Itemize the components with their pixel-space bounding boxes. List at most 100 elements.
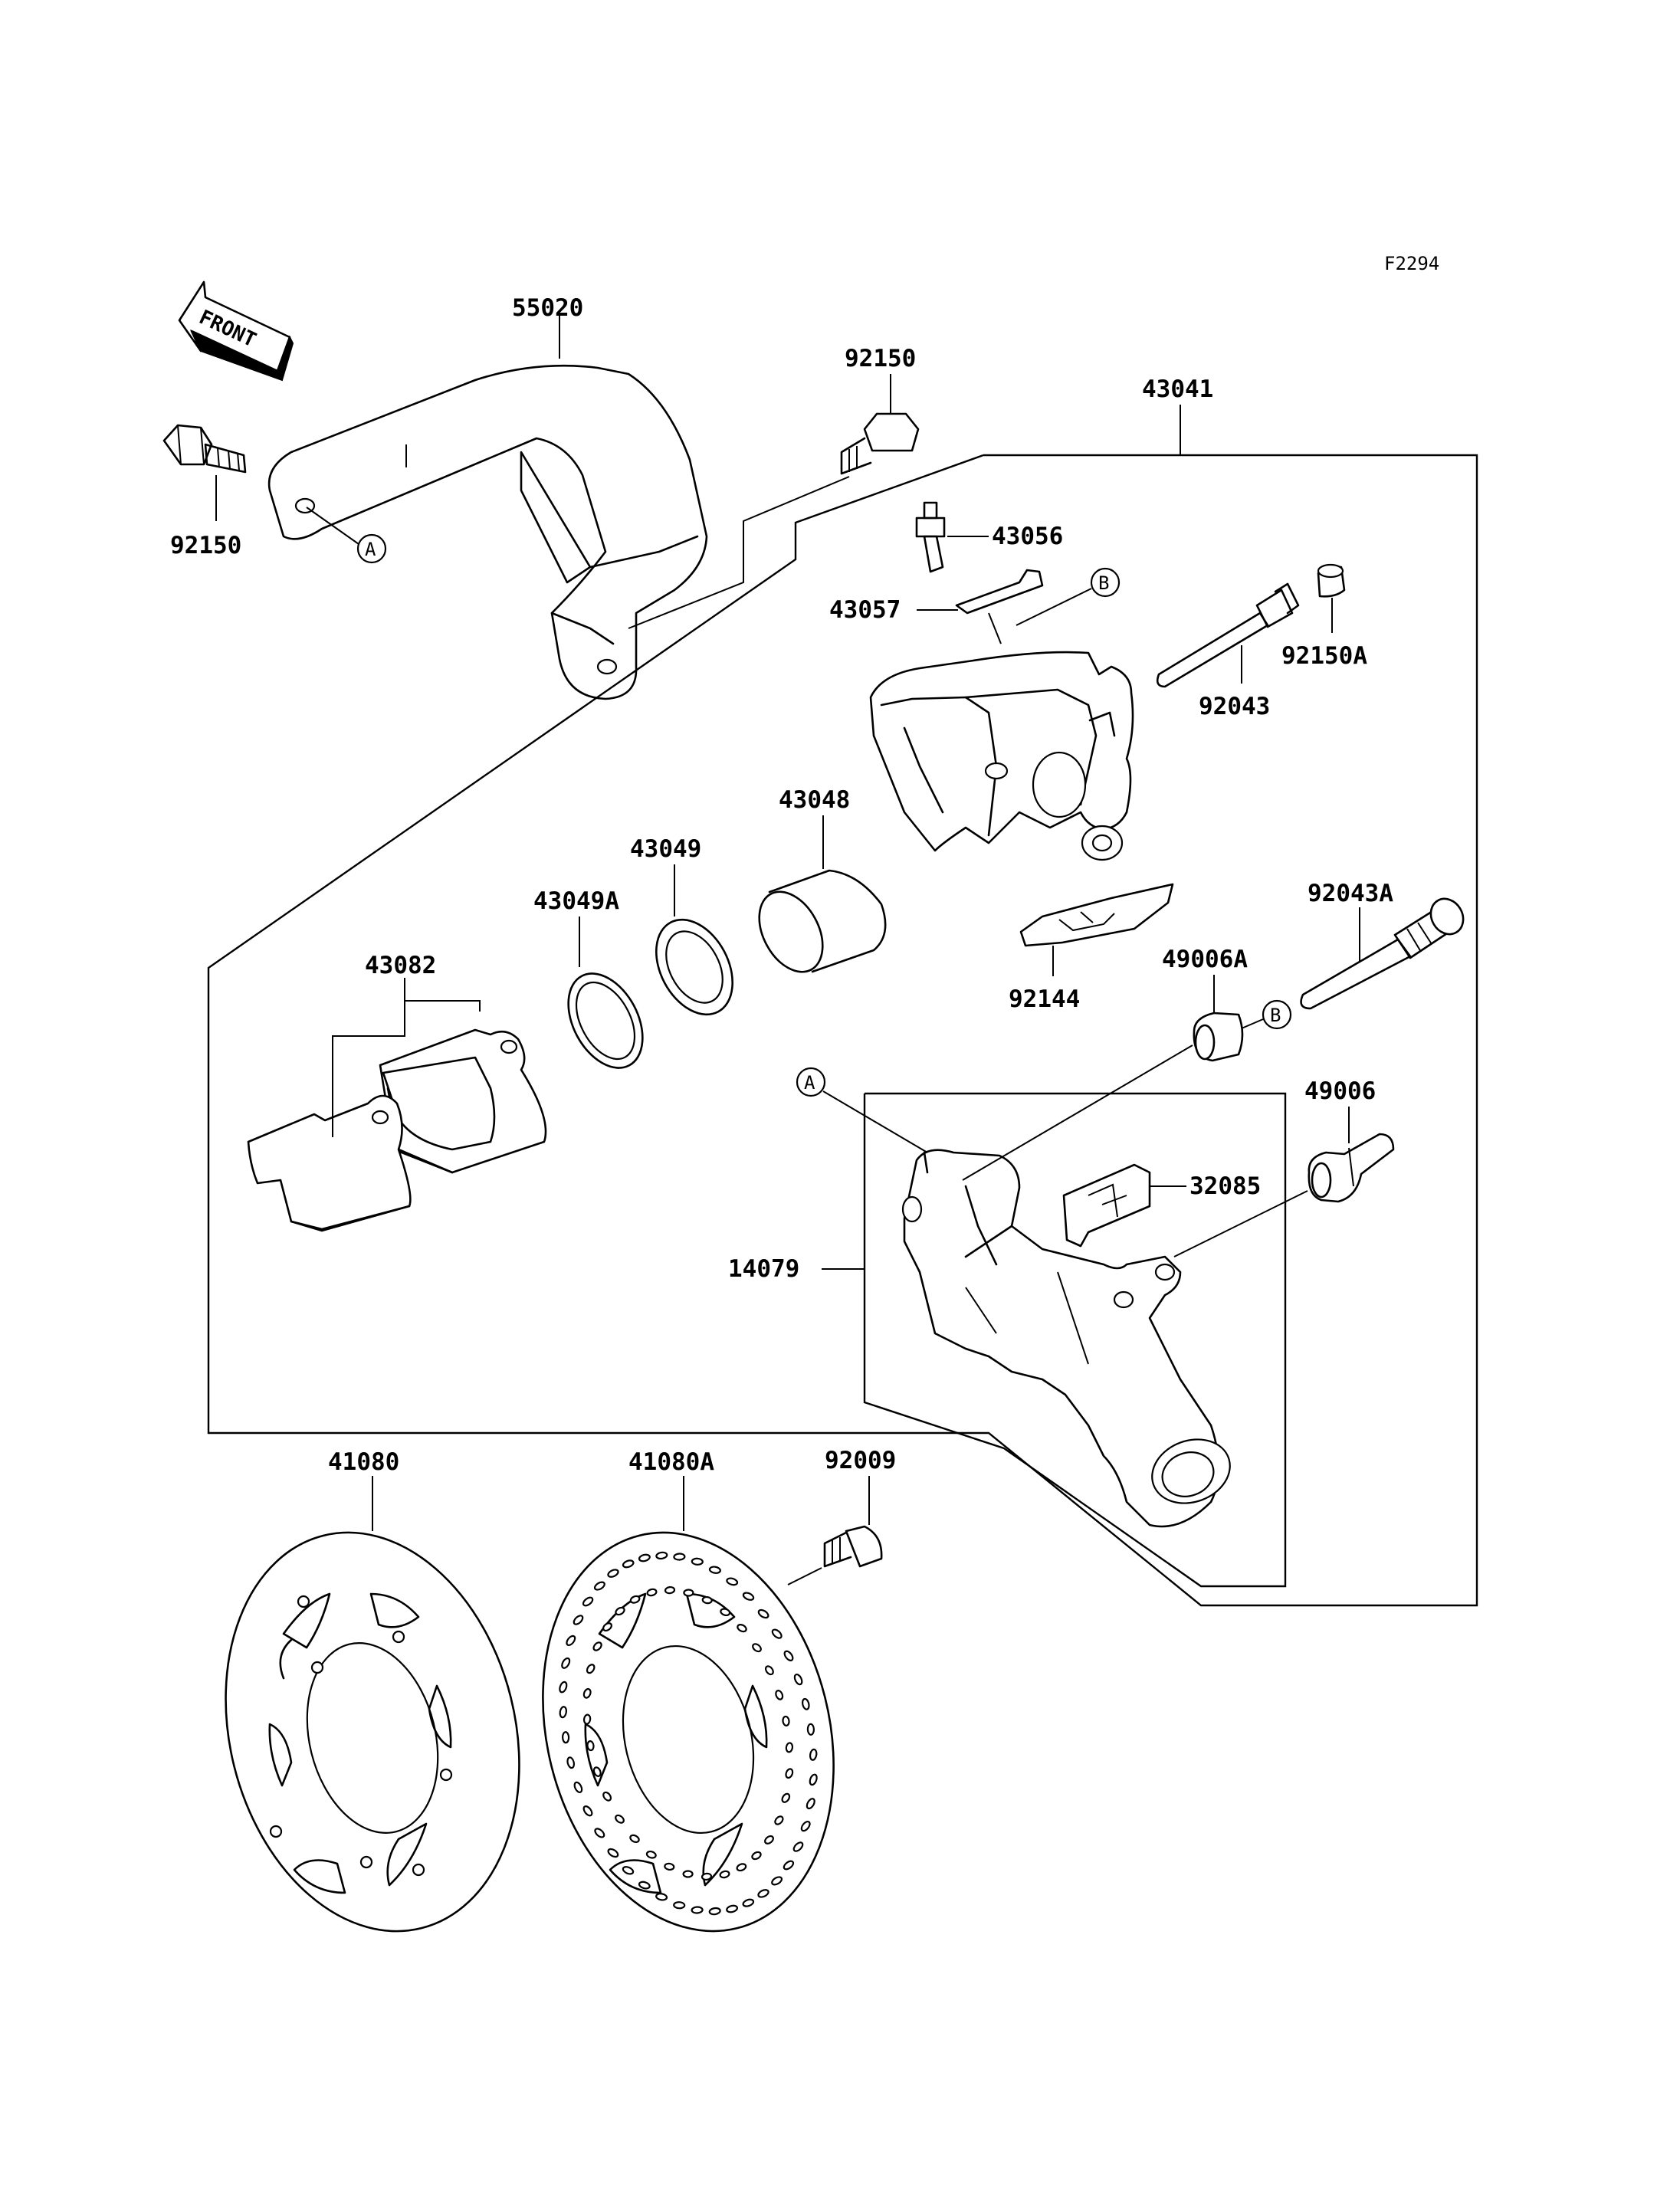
label-92144: 92144 (1009, 985, 1080, 1013)
vent-slot (615, 1606, 625, 1616)
vent-slot (701, 1872, 713, 1881)
vent-slot (782, 1715, 790, 1726)
vent-slot (586, 1740, 595, 1752)
vent-slot (593, 1581, 605, 1591)
brake-pads-43082 (247, 1028, 547, 1232)
boot-49006 (1308, 1133, 1395, 1203)
brake-disc-41080 (225, 1531, 520, 1933)
vent-slot (629, 1595, 641, 1604)
brake-disc-41080A (542, 1531, 835, 1933)
caliper-bracket-14079 (901, 1149, 1231, 1528)
vent-slot (683, 1589, 694, 1597)
vent-slot (682, 1870, 694, 1878)
vent-slot (582, 1805, 593, 1817)
vent-slot (573, 1615, 584, 1625)
vent-slot (736, 1863, 747, 1872)
spring-92144 (1019, 883, 1174, 947)
vent-slot (673, 1901, 686, 1910)
callout-b-bracket: B (1262, 999, 1292, 1030)
caliper-body (869, 651, 1134, 861)
vent-slot (691, 1906, 704, 1914)
vent-slot (719, 1870, 730, 1879)
vent-slot (701, 1595, 713, 1605)
vent-slot (757, 1608, 769, 1619)
vent-slot (809, 1748, 818, 1761)
label-92150-top: 92150 (845, 345, 916, 372)
vent-slot (742, 1592, 755, 1601)
vent-slot (586, 1664, 596, 1674)
vent-slot (785, 1742, 794, 1753)
seal-43049 (655, 918, 733, 1016)
label-43049: 43049 (630, 835, 701, 863)
svg-text:A: A (804, 1072, 815, 1094)
vent-slot (664, 1585, 676, 1595)
retainer-32085 (1062, 1163, 1151, 1248)
pin-92043 (1156, 582, 1300, 688)
vent-slot (602, 1791, 612, 1802)
label-41080: 41080 (328, 1448, 399, 1476)
vent-slot (638, 1881, 651, 1890)
bolt-92150-left (162, 424, 247, 474)
vent-slot (720, 1608, 731, 1617)
vent-slot (629, 1834, 640, 1843)
vent-slot (582, 1713, 592, 1725)
vent-slot (607, 1569, 619, 1578)
vent-slot (615, 1814, 625, 1824)
assembly-outline-14079 (863, 1092, 1287, 1588)
vent-slot (691, 1557, 704, 1566)
seal-43049A (567, 972, 644, 1069)
label-41080A: 41080A (628, 1448, 714, 1476)
label-92150-left: 92150 (170, 532, 241, 559)
vent-slot (607, 1848, 619, 1858)
piston-43048 (758, 869, 887, 973)
label-43049A: 43049A (533, 887, 619, 915)
vent-slot (806, 1723, 815, 1736)
vent-slot (592, 1641, 602, 1651)
vent-slot (764, 1835, 774, 1844)
vent-slot (737, 1624, 747, 1633)
vent-slot (783, 1860, 795, 1871)
vent-slot (561, 1657, 571, 1669)
vent-slot (594, 1828, 605, 1838)
vent-slot (775, 1690, 784, 1700)
vent-slot (800, 1820, 811, 1832)
callout-a-guard: A (356, 533, 387, 564)
vent-slot (751, 1851, 762, 1861)
vent-slot (673, 1553, 686, 1561)
figure-code: F2294 (1384, 253, 1439, 274)
vent-slot (783, 1650, 794, 1661)
label-43056: 43056 (992, 523, 1063, 550)
vent-slot (752, 1643, 762, 1653)
front-arrow-icon: FRONT (178, 280, 294, 382)
vent-slot (592, 1766, 602, 1777)
label-92043A: 92043A (1308, 880, 1393, 907)
cap-92150A (1317, 563, 1346, 598)
vent-slot (708, 1566, 721, 1574)
label-92009: 92009 (825, 1447, 896, 1474)
label-49006: 49006 (1304, 1077, 1376, 1105)
vent-slot (561, 1731, 570, 1744)
vent-slot (726, 1904, 739, 1913)
vent-slot (655, 1893, 668, 1901)
svg-text:A: A (365, 539, 376, 560)
callout-a-bracket: A (796, 1067, 826, 1097)
assembly-outline-43041 (207, 454, 1478, 1607)
boot-49006A (1193, 1012, 1244, 1062)
label-43082: 43082 (365, 952, 436, 979)
vent-slot (582, 1687, 592, 1699)
vent-slot (573, 1781, 583, 1794)
disc-vent-slots (559, 1551, 818, 1916)
vent-slot (781, 1792, 791, 1803)
svg-text:B: B (1098, 572, 1109, 594)
label-55020: 55020 (512, 294, 583, 322)
vent-slot (708, 1907, 721, 1916)
bolt-92150-top (840, 412, 920, 475)
vent-slot (559, 1706, 568, 1719)
label-43057: 43057 (829, 596, 901, 624)
vent-slot (806, 1798, 815, 1810)
callout-b-caliper: B (1090, 567, 1121, 598)
screw-92009 (823, 1525, 883, 1568)
vent-slot (645, 1850, 657, 1859)
cap-43057 (955, 569, 1044, 615)
vent-slot (559, 1681, 568, 1694)
